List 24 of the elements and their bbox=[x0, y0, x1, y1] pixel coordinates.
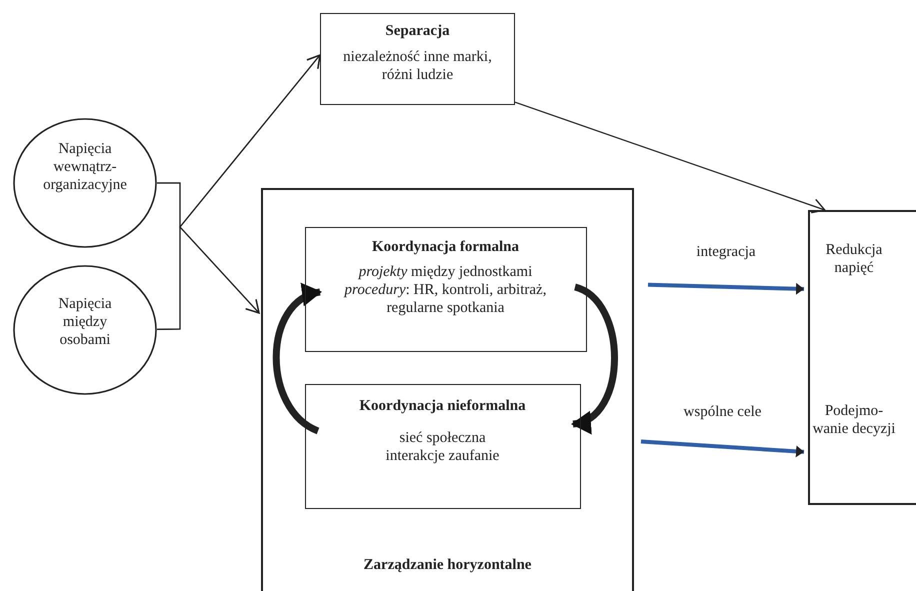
process-box bbox=[304, 384, 580, 508]
box-text: niezależność inne marki, różni ludzie bbox=[343, 48, 492, 84]
ellipse-node-text: Napięcia między osobami bbox=[57, 295, 113, 349]
group-frame bbox=[261, 188, 634, 591]
block-arrow bbox=[640, 439, 804, 458]
ellipse-node-text: Napięcia wewnątrz-organizacyjne bbox=[42, 140, 128, 194]
arrow bbox=[514, 102, 826, 214]
box-heading: Koordynacja formalna bbox=[370, 238, 520, 256]
box-text: projekty między jednostkami procedury: HR, kontroli, arbitraż, regularne spotkania bbox=[342, 262, 548, 316]
outcome-text: Podejmo-wanie decyzji bbox=[812, 402, 896, 438]
process-box bbox=[304, 226, 586, 352]
ellipse-node bbox=[13, 265, 157, 395]
arrow bbox=[157, 225, 260, 330]
curved-arrow bbox=[571, 284, 618, 432]
box-heading: Koordynacja nieformalna bbox=[358, 396, 527, 414]
outcome-box bbox=[808, 210, 916, 505]
curved-arrow bbox=[272, 286, 322, 434]
box-text: sieć społeczna interakcje zaufanie bbox=[386, 428, 500, 464]
block-arrow bbox=[648, 282, 804, 295]
outcome-text: Redukcja napięć bbox=[824, 241, 884, 277]
process-box bbox=[320, 13, 515, 105]
ellipse-node bbox=[13, 118, 157, 248]
group-heading: Zarządzanie horyzontalne bbox=[362, 556, 532, 574]
box-heading: Separacja bbox=[384, 22, 451, 40]
